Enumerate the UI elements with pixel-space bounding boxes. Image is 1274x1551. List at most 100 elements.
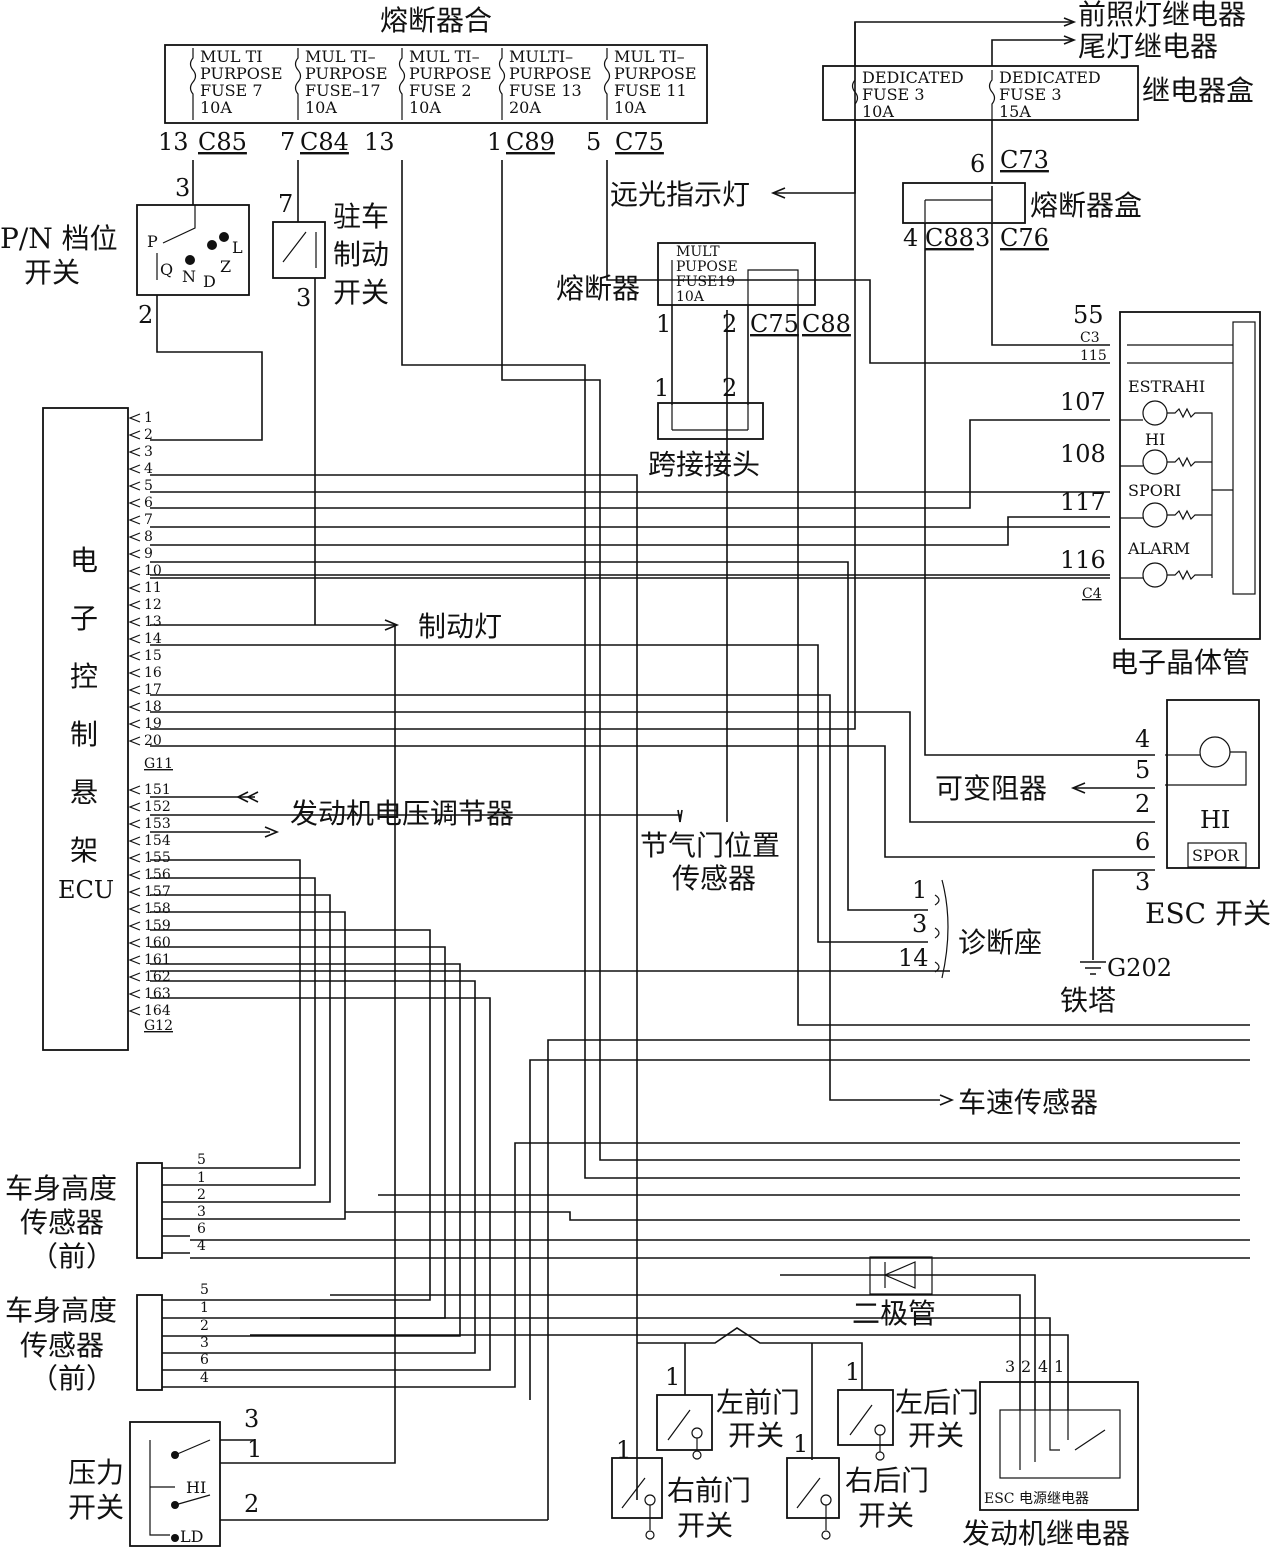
ecu-pin-terminal	[128, 870, 141, 880]
svg-text:MUL TI–: MUL TI–	[614, 47, 685, 66]
ecu-pin-label: 151	[144, 782, 171, 798]
svg-text:ECU: ECU	[58, 876, 114, 904]
fuse-19: 熔断器 MULT PUPOSE FUSE19 10A 1 2 C75 C88	[556, 242, 851, 338]
ecu-pin-label: 4	[144, 461, 153, 477]
svg-text:1: 1	[200, 1300, 209, 1316]
svg-text:C76: C76	[1000, 224, 1049, 252]
svg-text:4: 4	[200, 1370, 209, 1386]
ecu-pin-label: 20	[144, 733, 162, 749]
ecu-pin-terminal	[128, 549, 141, 559]
ecu-pin-terminal	[128, 921, 141, 931]
svg-text:C88: C88	[925, 224, 974, 252]
ecu-pin-label: 163	[144, 986, 171, 1002]
svg-text:1: 1	[487, 128, 502, 156]
svg-text:1: 1	[616, 1436, 631, 1464]
ecu-pin-label: 1	[144, 410, 153, 426]
svg-text:C75: C75	[615, 128, 664, 156]
svg-text:13: 13	[158, 128, 189, 156]
fuse-junction-title: 熔断器合	[380, 4, 492, 37]
ecu-pin-label: 15	[144, 648, 162, 664]
svg-text:10A: 10A	[200, 98, 232, 117]
svg-text:开关: 开关	[333, 276, 389, 309]
svg-text:PURPOSE: PURPOSE	[614, 64, 697, 83]
svg-text:Z: Z	[220, 257, 231, 276]
fuse-13: MULTI– PURPOSE FUSE 13 20A	[498, 47, 592, 120]
svg-text:架: 架	[70, 834, 98, 867]
height-sensor-front-2: 车身高度 传感器 （前） 5 1 2 3 6 4	[5, 929, 516, 1395]
ecu-pin-terminal	[128, 1006, 141, 1016]
ecu-pin-label: 157	[144, 884, 171, 900]
svg-text:1: 1	[656, 310, 671, 338]
ecu-pin-terminal	[128, 498, 141, 508]
ecu-pin-label: 161	[144, 952, 171, 968]
svg-text:DEDICATED: DEDICATED	[999, 68, 1101, 87]
ecu-pin-label: 14	[144, 631, 162, 647]
svg-text:ESC 电源继电器: ESC 电源继电器	[984, 1491, 1089, 1507]
svg-text:（前）: （前）	[30, 1362, 114, 1395]
ecu-pin-label: 3	[144, 444, 153, 460]
svg-text:3: 3	[175, 174, 190, 202]
ecu-pin-label: 8	[144, 529, 153, 545]
svg-text:2: 2	[200, 1318, 209, 1334]
svg-text:2: 2	[197, 1187, 206, 1203]
ecu-pin-label: 18	[144, 699, 162, 715]
svg-text:C89: C89	[506, 128, 555, 156]
svg-text:2: 2	[1135, 790, 1150, 818]
svg-text:5: 5	[1135, 756, 1150, 784]
svg-text:6: 6	[970, 150, 985, 178]
svg-text:ESTRAHI: ESTRAHI	[1128, 377, 1205, 396]
svg-text:P/N 档位: P/N 档位	[0, 222, 118, 255]
fuse-17: MUL TI– PURPOSE FUSE–17 10A	[294, 47, 388, 120]
pn-position-switch: P/N 档位 开关 3 P L Q N D Z 2	[0, 160, 263, 441]
svg-text:节气门位置: 节气门位置	[640, 829, 780, 862]
svg-text:MUL TI–: MUL TI–	[409, 47, 480, 66]
fuse-11: MUL TI– PURPOSE FUSE 11 10A	[603, 47, 697, 120]
svg-text:开关: 开关	[677, 1509, 733, 1542]
brake-light-label: 制动灯	[418, 610, 502, 643]
svg-text:10A: 10A	[862, 102, 894, 121]
svg-text:7: 7	[280, 128, 295, 156]
svg-text:1: 1	[793, 1430, 808, 1458]
svg-text:跨接接头: 跨接接头	[648, 448, 760, 481]
svg-text:2: 2	[722, 374, 737, 402]
ecu-pin-label: 160	[144, 935, 171, 951]
ecu-pin-label: 159	[144, 918, 171, 934]
right-harness	[190, 160, 1250, 1520]
ecu-wiring	[150, 22, 1250, 1500]
electronic-transistor: 55 C3 115 107 108 117 116 C4 ESTRAHI HI …	[1060, 301, 1261, 679]
jumper-connector: 1 2 跨接接头	[648, 305, 764, 481]
ecu-pin-terminal	[128, 819, 141, 829]
svg-text:HI: HI	[1145, 430, 1165, 449]
svg-text:SPOR: SPOR	[1192, 846, 1240, 865]
svg-text:电子晶体管: 电子晶体管	[1110, 646, 1250, 679]
ecu-pin-terminal	[128, 430, 141, 440]
svg-text:3: 3	[296, 284, 311, 312]
svg-text:发动机电压调节器: 发动机电压调节器	[290, 797, 514, 830]
svg-text:传感器: 传感器	[20, 1206, 104, 1239]
ecu-pin-terminal	[128, 481, 141, 491]
svg-text:3: 3	[244, 1405, 259, 1433]
parking-brake-switch: 7 驻车 制动 开关 3	[272, 160, 389, 625]
svg-text:铁塔: 铁塔	[1060, 984, 1116, 1017]
svg-text:压力: 压力	[68, 1456, 124, 1489]
ecu-pin-label: 155	[144, 850, 171, 866]
svg-text:G12: G12	[144, 1018, 173, 1034]
svg-text:7: 7	[278, 190, 293, 218]
svg-text:FUSE 7: FUSE 7	[200, 81, 263, 100]
ecu-pin-terminal	[128, 736, 141, 746]
ecu-pins-g12: 1511521531541551561571581591601611621631…	[128, 782, 171, 1019]
svg-text:PURPOSE: PURPOSE	[509, 64, 592, 83]
svg-text:2: 2	[1021, 1357, 1031, 1376]
svg-text:5: 5	[200, 1282, 209, 1298]
svg-text:熔断器盒: 熔断器盒	[1030, 189, 1142, 222]
pressure-switch: 压力 开关 HI LD 3 1 2	[68, 625, 548, 1547]
ecu-pin-terminal	[128, 617, 141, 627]
svg-text:MULT: MULT	[676, 244, 720, 260]
ecu-pin-terminal	[128, 447, 141, 457]
svg-text:P: P	[147, 232, 158, 251]
svg-text:1: 1	[845, 1358, 860, 1386]
svg-text:D: D	[203, 272, 216, 291]
svg-text:5: 5	[586, 128, 601, 156]
svg-text:PURPOSE: PURPOSE	[200, 64, 283, 83]
